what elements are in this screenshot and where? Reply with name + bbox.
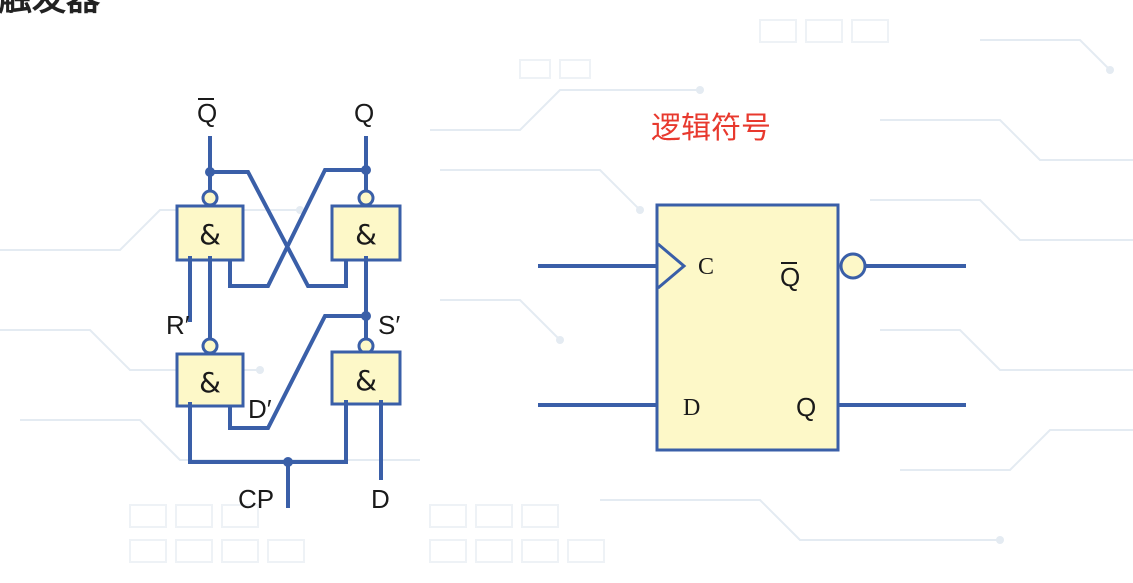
upper-right-gate-symbol: & [355,218,377,251]
logic-symbol: 逻辑符号 C Q D Q [538,111,966,452]
label-d-prime: D′ [248,394,272,424]
junction-q-bar [205,167,215,177]
wire-cp-bus [188,400,348,464]
junction-cp [283,457,293,467]
label-s-prime: S′ [378,310,400,340]
background-pattern [0,19,1133,563]
lower-right-nand-gate [330,350,402,406]
upper-left-gate-bubble [201,189,219,207]
upper-left-nand-gate [175,204,245,262]
lower-right-gate-symbol: & [355,364,377,397]
junction-q [361,165,371,175]
junction-s-prime [361,311,371,321]
lower-left-gate-symbol: & [199,366,221,399]
wire-d-prime [228,314,368,430]
wire-cross-qbar-to-right [208,170,348,288]
logic-symbol-title: 逻辑符号 [651,111,771,146]
q-bar-output-bubble [839,252,867,280]
pin-label-clock: C [698,254,714,280]
label-d: D [371,484,390,514]
gate-circuit: Q Q & & R′ S′ D′ & & [166,98,402,514]
label-cp: CP [238,484,274,514]
lower-left-nand-gate [175,352,245,408]
pin-label-q: Q [796,392,816,422]
pin-label-q-bar: Q [780,262,800,292]
d-flipflop-box [655,203,840,452]
label-q-bar: Q [197,98,217,128]
clock-triangle-icon [657,242,687,290]
label-q: Q [354,98,374,128]
wire-cross-q-to-left [228,168,368,288]
pin-label-data: D [683,395,700,421]
label-r-prime: R′ [166,310,190,340]
upper-left-gate-symbol: & [199,218,221,251]
upper-right-gate-bubble [357,189,375,207]
page-heading: 触发器 [0,0,101,19]
lower-left-gate-bubble [201,337,219,355]
